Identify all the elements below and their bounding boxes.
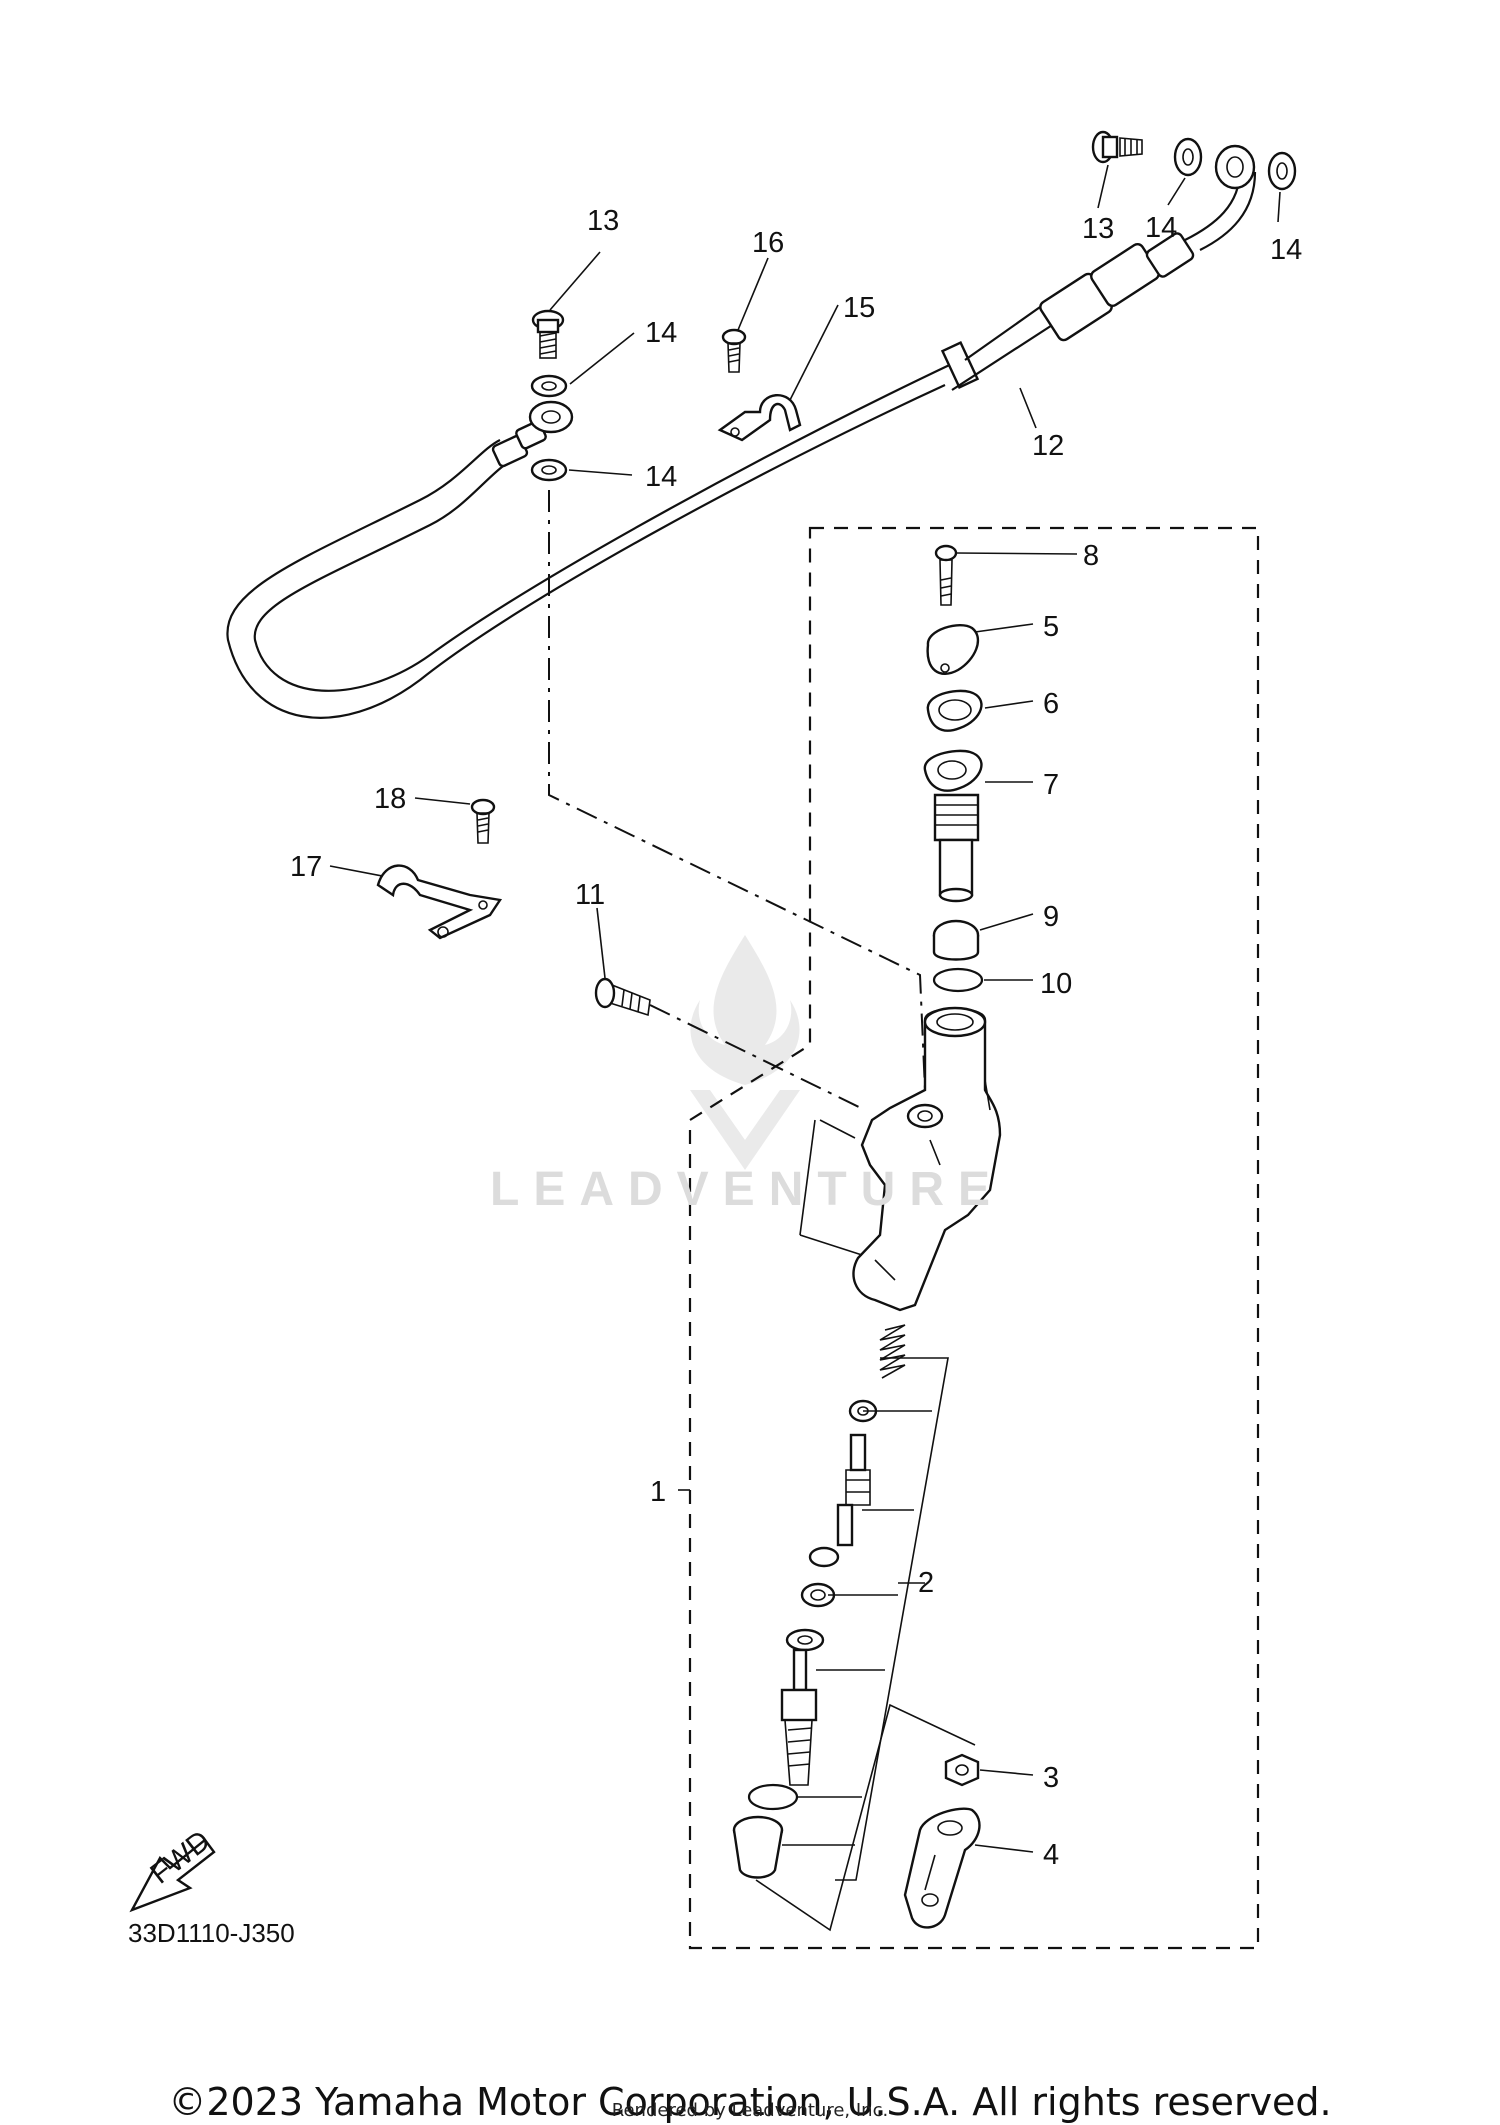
banjo-bolt-left: [531, 309, 565, 359]
nut-3: [944, 1753, 980, 1787]
cap-5: [926, 623, 979, 676]
watermark-text: LEADVENTURE: [490, 1163, 1005, 1216]
circlip-pushrod: [747, 1783, 799, 1811]
kit-bracket: [755, 1357, 976, 1932]
washer-14-lower-left: [530, 458, 568, 482]
diaphragm-7: [923, 749, 983, 903]
callout-13-right: 13: [1082, 213, 1114, 245]
bolt-16: [721, 328, 747, 373]
callout-3: 3: [1043, 1762, 1059, 1794]
callout-7: 7: [1043, 769, 1059, 801]
clamp-15: [717, 394, 802, 442]
callout-15: 15: [843, 292, 875, 324]
bolt-11: [594, 977, 651, 1017]
leader-body-bottom: [799, 1234, 863, 1256]
washer-14-top-center: [1173, 137, 1203, 177]
callout-2: 2: [918, 1567, 934, 1599]
axis-line-bolt11: [649, 1004, 866, 1111]
rendered-by-notice: Rendered by Leadventure, Inc.: [611, 2100, 889, 2121]
callout-8: 8: [1083, 540, 1099, 572]
clevis-4: [903, 1807, 981, 1929]
banjo-bolt-right: [1091, 130, 1143, 164]
callout-9: 9: [1043, 901, 1059, 933]
callout-14-lower-left: 14: [645, 461, 677, 493]
washer-pushrod: [785, 1628, 825, 1652]
callout-17: 17: [290, 851, 322, 883]
assembly-boundary: [688, 526, 1260, 1950]
circlip-10: [932, 967, 984, 993]
callout-14-upper-left: 14: [645, 317, 677, 349]
boot: [732, 1815, 784, 1879]
master-cylinder-body: [852, 1006, 1002, 1312]
copyright-notice: ©2023 Yamaha Motor Corporation, U.S.A. A…: [168, 2080, 1332, 2124]
callout-12: 12: [1032, 430, 1064, 462]
callout-5: 5: [1043, 611, 1059, 643]
screw-8: [934, 544, 958, 606]
callout-18: 18: [374, 783, 406, 815]
axis-line-hose: [548, 490, 926, 1091]
callout-14-top-right: 14: [1270, 234, 1302, 266]
callout-10: 10: [1040, 968, 1072, 1000]
diaphragm-plate-6: [926, 689, 983, 732]
clamp-17: [376, 864, 503, 940]
callout-16: 16: [752, 227, 784, 259]
watermark-logo: [690, 935, 800, 1170]
callout-4: 4: [1043, 1839, 1059, 1871]
brake-hose: [226, 144, 1257, 719]
callout-11: 11: [575, 879, 605, 911]
callout-6: 6: [1043, 688, 1059, 720]
callout-13-left: 13: [587, 205, 619, 237]
fwd-arrow-icon: FWD: [129, 1825, 216, 1913]
washer-14-top-right: [1267, 151, 1297, 191]
leader-lines: [329, 164, 1281, 1853]
leader-body: [819, 1119, 856, 1139]
washer-14-upper-left: [530, 374, 568, 398]
piston: [808, 1433, 871, 1568]
callout-14-top-center: 14: [1145, 212, 1177, 244]
diagram-code: 33D1110-J350: [128, 1918, 295, 1948]
push-rod: [780, 1648, 818, 1786]
spring: [879, 1324, 906, 1379]
reservoir-hose-cap-9: [932, 919, 980, 961]
bolt-18: [470, 798, 496, 844]
callout-1: 1: [650, 1476, 666, 1508]
